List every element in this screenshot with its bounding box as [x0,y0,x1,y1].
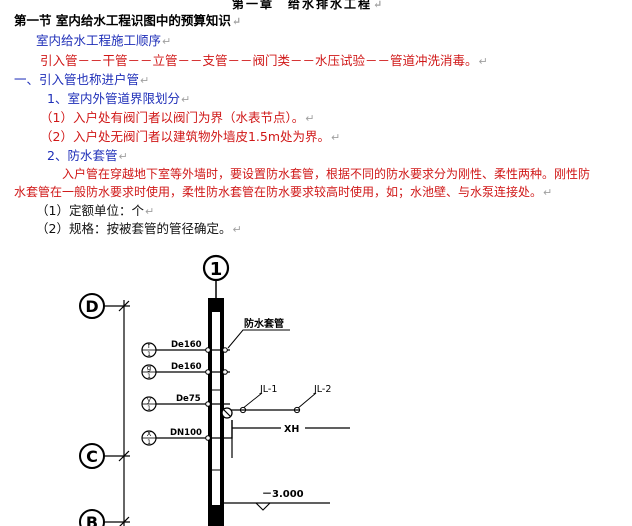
valve-symbol [221,407,233,419]
section-title: 第一节 室内给水工程识图中的预算知识↵ [14,13,242,28]
axis-bubble-c: C [79,443,105,469]
svg-text:－3.000: －3.000 [262,489,304,500]
pipe-dn100: DN100 [156,420,233,441]
svg-text:JL-2: JL-2 [313,384,331,395]
item1-rule1: （1）入户处有阀门者以阀门为界（水表节点）。↵ [40,110,315,125]
svg-text:XH: XH [284,424,299,435]
item1-rule2: （2）入户处无阀门者以建筑物外墙皮1.5m处为界。↵ [40,129,341,144]
svg-text:JL-1: JL-1 [259,384,277,395]
pipe-de160-a: De160 [156,340,230,353]
sleeve-leader [227,329,290,349]
svg-text:1: 1 [147,351,151,358]
svg-text:1: 1 [210,259,223,280]
sequence-heading: 室内给水工程施工顺序↵ [36,33,172,48]
svg-text:D: D [85,297,98,316]
pipe-tag-f: f 1 [141,342,157,358]
svg-text:DN100: DN100 [170,428,202,438]
chapter-title: 第一章 给水排水工程↵ [232,0,385,11]
sequence-flow: 引入管－－干管－－立管－－支管－－阀门类－－水压试验－－管道冲洗消毒。↵ [40,53,488,68]
item2-unit: （1）定额单位：个↵ [36,203,155,218]
svg-text:De75: De75 [176,394,201,404]
axis-bubble-1: 1 [202,254,230,282]
pipe-tag-g: g 1 [141,364,157,380]
svg-text:1: 1 [147,439,151,446]
svg-text:1: 1 [147,405,151,412]
item2-heading: 2、防水套管↵ [47,148,128,163]
sleeve-label: 防水套管 [244,317,284,330]
pipe-tag-y: y 1 [141,396,157,412]
pipe-de75: De75 [156,394,230,407]
axis-bubble-d: D [79,293,105,319]
item1-heading: 1、室内外管道界限划分↵ [47,91,191,106]
svg-text:B: B [86,513,98,526]
pipe-de160-b: De160 [156,362,230,375]
svg-text:De160: De160 [171,340,202,350]
riser-jl-1: JL-1 [239,384,277,414]
axis-bubble-b: B [79,509,105,526]
svg-text:X: X [147,430,152,438]
pipe-xh: XH [232,424,350,435]
pipe-tag-x: X 1 [141,430,157,446]
svg-text:y: y [147,396,151,404]
svg-text:De160: De160 [171,362,202,372]
elevation-mark: －3.000 [222,489,330,511]
svg-text:1: 1 [147,373,151,380]
riser-jl-2: JL-2 [293,384,331,414]
svg-text:C: C [86,447,98,466]
dimension-line [104,300,130,526]
item2-spec: （2）规格：按被套管的管径确定。↵ [36,221,242,236]
item2-paragraph-line1: 入户管在穿越地下室等外墙时，要设置防水套管，根据不同的防水要求分为刚性、柔性两种… [62,167,591,181]
svg-text:g: g [147,364,151,372]
item2-paragraph-line2: 水套管在一般防水要求时使用，柔性防水套管在防水要求较高时使用，如；水池壁、与水泵… [14,185,553,199]
svg-text:f: f [148,342,151,350]
part1-heading: 一、引入管也称进户管↵ [14,72,150,87]
